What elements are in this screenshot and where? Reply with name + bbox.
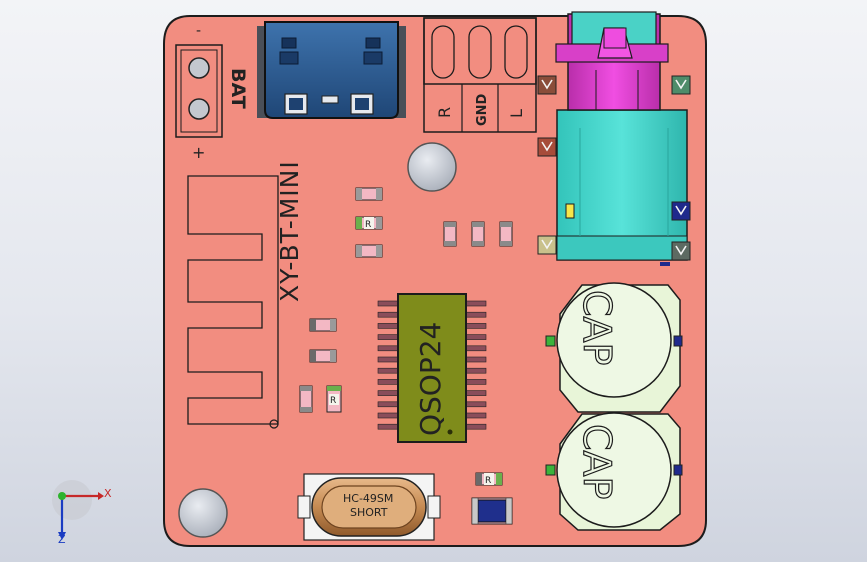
smd-resistor-4: [309, 318, 337, 332]
smd-resistor-1: [355, 187, 383, 201]
chip-pin: [377, 356, 401, 363]
svg-text:R: R: [365, 220, 371, 230]
mounting-hole-bottom: [178, 488, 228, 538]
chip-pin: [377, 300, 401, 307]
chip-pin: [463, 334, 487, 340]
chip-pin: [463, 356, 487, 363]
jack-pin-4: [671, 201, 691, 221]
crystal-oscillator[interactable]: [297, 473, 441, 541]
antenna-trace: [187, 175, 279, 425]
terminal-right-label: R: [435, 107, 454, 118]
chip-pin: [463, 300, 487, 307]
chip-pin: [463, 345, 487, 352]
smd-resistor-vertical: R: [326, 385, 342, 413]
jack-pin-5: [537, 235, 557, 255]
usb-connector[interactable]: [257, 21, 406, 119]
antenna-feed-point: [269, 419, 279, 429]
chip-pin: [377, 334, 401, 340]
smd-capacitor-vertical: [299, 385, 313, 413]
board-name: XY-BT-MINI: [275, 160, 304, 302]
battery-plus-label: +: [192, 143, 205, 162]
crystal-label-1: HC-49SM: [343, 492, 393, 505]
svg-text:R: R: [330, 396, 336, 406]
smd-capacitor-row: [443, 221, 513, 247]
qsop24-chip[interactable]: [377, 293, 487, 443]
jack-pin-2: [671, 75, 691, 95]
chip-pin: [463, 401, 487, 408]
battery-minus-label: -: [196, 23, 201, 39]
crystal-label-2: SHORT: [350, 506, 388, 519]
smd-resistor-3: [355, 244, 383, 258]
chip-pin: [377, 412, 401, 419]
mounting-hole-top: [407, 142, 457, 192]
battery-connector[interactable]: [175, 44, 223, 138]
chip-label: QSOP24: [414, 322, 447, 436]
smd-resistor-6: R: [475, 472, 503, 486]
jack-pin-6: [671, 241, 691, 261]
chip-pin: [377, 367, 401, 374]
terminal-ground-label: GND: [475, 93, 490, 126]
smd-resistor-2: R: [355, 216, 383, 230]
chip-pin: [463, 311, 487, 318]
axis-z-label: Z: [58, 533, 66, 546]
capacitor-top-label: CAP: [575, 290, 619, 365]
jack-pin-3: [537, 137, 557, 157]
svg-text:R: R: [485, 476, 491, 486]
smd-diode: [471, 497, 513, 525]
chip-pin: [377, 345, 401, 352]
audio-terminal-block[interactable]: [423, 17, 537, 133]
chip-pin: [377, 423, 401, 430]
smd-resistor-5: [309, 349, 337, 363]
chip-pin: [463, 390, 487, 396]
capacitor-bottom[interactable]: [545, 412, 683, 531]
chip-pin: [377, 323, 401, 329]
chip-pin: [377, 390, 401, 396]
battery-label: BAT: [227, 68, 249, 109]
terminal-left-label: L: [507, 109, 526, 118]
chip-pin: [463, 367, 487, 374]
capacitor-top[interactable]: [545, 282, 683, 413]
chip-pin: [463, 423, 487, 430]
jack-pin-1: [537, 75, 557, 95]
audio-jack[interactable]: [555, 11, 688, 261]
chip-pin: [463, 323, 487, 329]
chip-pin: [463, 379, 487, 385]
chip-pin: [377, 401, 401, 408]
axis-x-label: X: [104, 487, 112, 500]
chip-pin: [377, 379, 401, 385]
chip-pin: [463, 412, 487, 419]
capacitor-bottom-label: CAP: [575, 424, 619, 499]
axis-triad: [52, 480, 104, 540]
chip-pin: [377, 311, 401, 318]
